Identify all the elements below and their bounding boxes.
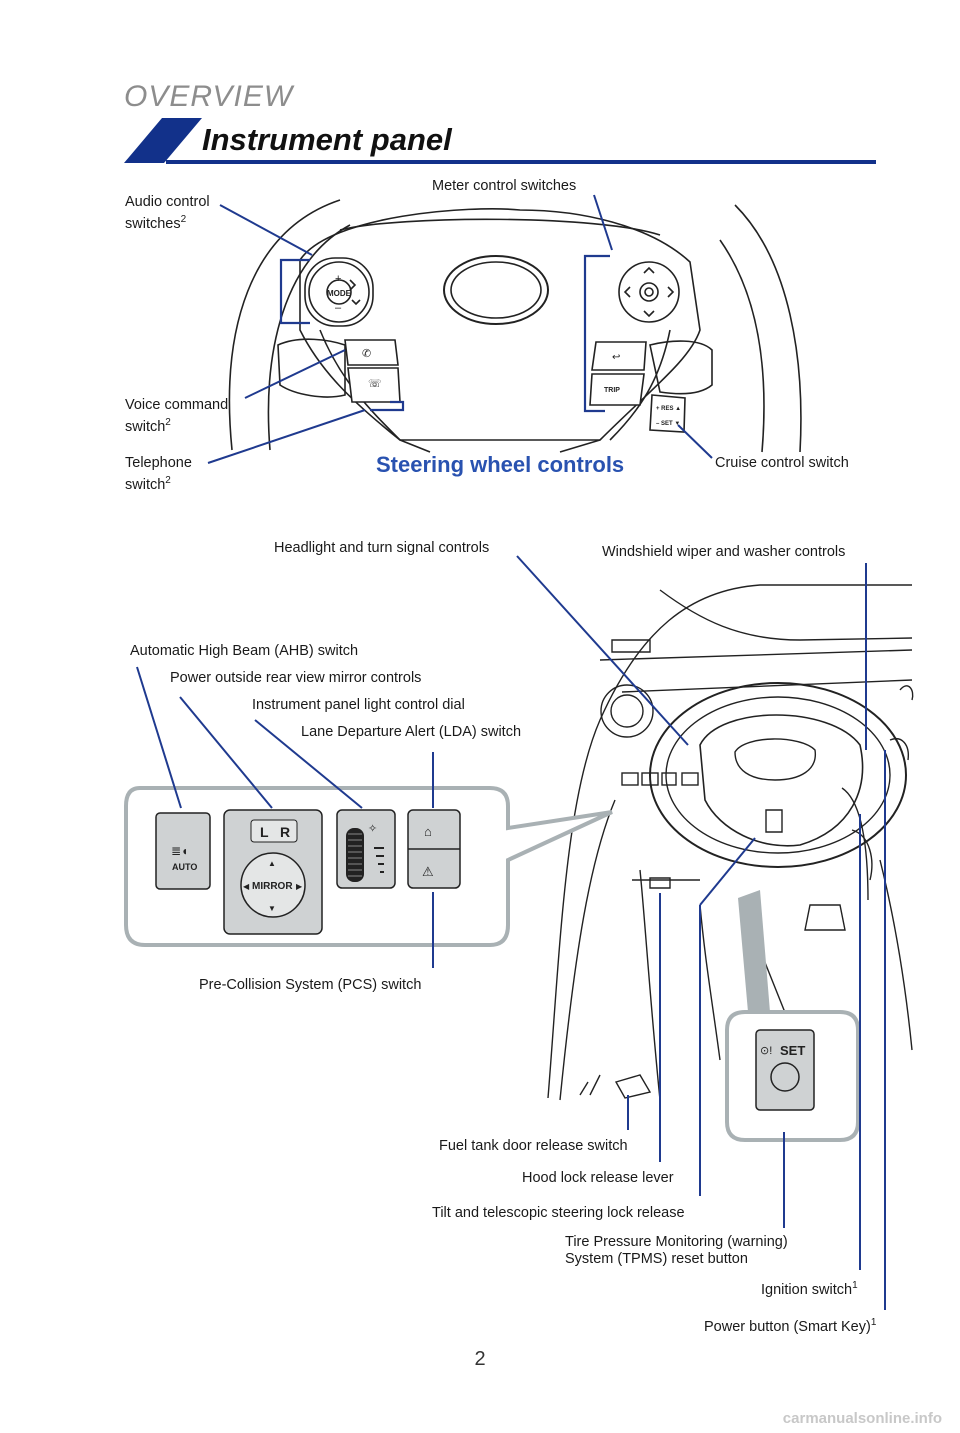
svg-text:– SET ▼: – SET ▼ [656, 421, 680, 427]
label-headlight: Headlight and turn signal controls [274, 540, 490, 556]
svg-text:SET: SET [780, 1043, 805, 1058]
svg-text:≣◖: ≣◖ [171, 844, 188, 858]
label-ahb: Automatic High Beam (AHB) switch [130, 643, 359, 659]
svg-text:+ RES ▲: + RES ▲ [656, 406, 681, 412]
label-fuel-door: Fuel tank door release switch [439, 1138, 628, 1154]
label-cruise-control: Cruise control switch [715, 455, 849, 471]
steering-wheel-caption: Steering wheel controls [376, 452, 625, 477]
section-label: OVERVIEW [124, 80, 294, 113]
label-meter-control: Meter control switches [432, 178, 577, 194]
svg-text:TRIP: TRIP [604, 387, 620, 394]
steering-leader-lines [207, 194, 713, 464]
page-number: 2 [474, 1348, 486, 1370]
label-wiper: Windshield wiper and washer controls [602, 544, 846, 560]
svg-text:+: + [335, 273, 341, 285]
svg-text:–: – [335, 302, 342, 314]
label-audio-control: Audio control switches2 [125, 194, 210, 232]
label-tpms: Tire Pressure Monitoring (warning) Syste… [565, 1234, 788, 1267]
steering-callout-brackets [279, 254, 610, 413]
svg-text:☏: ☏ [368, 378, 382, 390]
switch-callout-panel: ≣◖ AUTO L R MIRROR ▲ ▼ ◀ ▶ ✧ ⌂ ⚠ [124, 786, 613, 947]
label-pcs: Pre-Collision System (PCS) switch [199, 977, 422, 993]
svg-text:▶: ▶ [296, 882, 303, 891]
svg-text:▼: ▼ [268, 904, 276, 913]
svg-text:✆: ✆ [362, 348, 371, 360]
svg-text:MIRROR: MIRROR [252, 881, 293, 892]
label-hood: Hood lock release lever [522, 1170, 674, 1186]
title-rule [166, 160, 876, 164]
svg-text:L: L [260, 824, 269, 840]
svg-text:✧: ✧ [368, 823, 377, 835]
label-panel-light: Instrument panel light control dial [252, 697, 465, 713]
svg-text:⚠: ⚠ [422, 864, 434, 879]
svg-text:▲: ▲ [268, 859, 276, 868]
svg-text:AUTO: AUTO [172, 862, 197, 872]
tpms-callout-panel: ⊙! SET [725, 890, 860, 1142]
label-ignition: Ignition switch1 [761, 1280, 858, 1298]
label-voice-command: Voice command switch2 [125, 397, 229, 435]
label-mirror-controls: Power outside rear view mirror controls [170, 670, 422, 686]
dash-leader-lines [136, 555, 886, 1310]
svg-text:◀: ◀ [243, 882, 250, 891]
label-lda: Lane Departure Alert (LDA) switch [301, 724, 522, 740]
watermark: carmanualsonline.info [782, 1410, 942, 1427]
svg-text:⊙!: ⊙! [760, 1045, 772, 1057]
steering-wheel-illustration: MODE + – ✆ ☏ ↩ TRIP + RES ▲ – SET ▼ [228, 199, 802, 453]
label-tilt: Tilt and telescopic steering lock releas… [432, 1205, 685, 1221]
svg-text:↩: ↩ [612, 352, 620, 363]
label-telephone: Telephone switch2 [125, 455, 192, 493]
page-title: Instrument panel [202, 122, 452, 157]
dashboard-illustration [547, 584, 914, 1101]
svg-text:MODE: MODE [327, 289, 352, 298]
label-power-button: Power button (Smart Key)1 [704, 1317, 877, 1335]
svg-text:R: R [280, 824, 290, 840]
svg-text:⌂: ⌂ [424, 824, 432, 839]
